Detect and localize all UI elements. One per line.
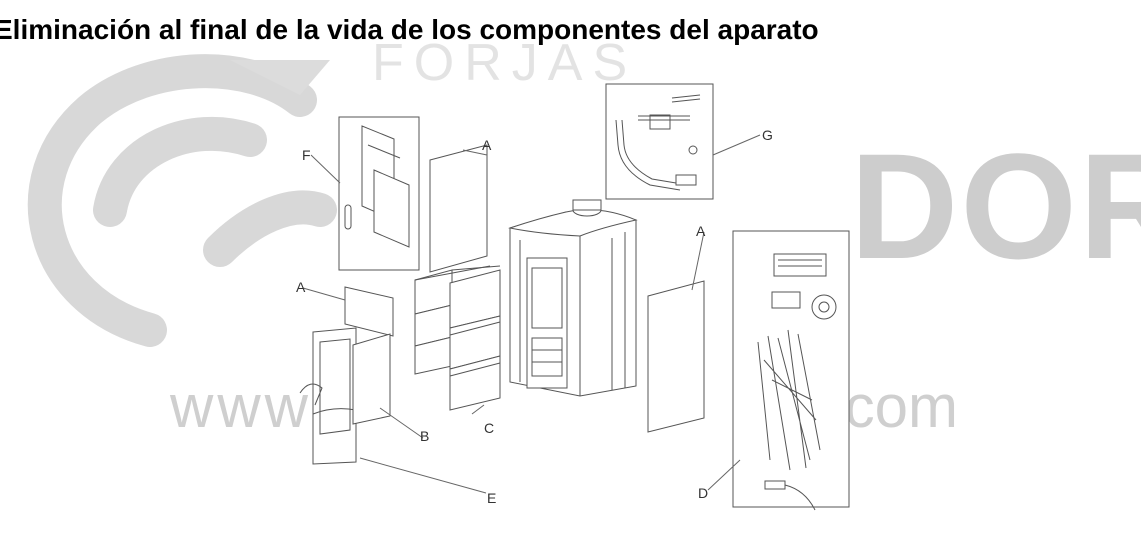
electronics-d-group <box>732 230 850 511</box>
pipes-g-group <box>605 83 714 200</box>
panel-a-left <box>344 286 394 337</box>
watermark-www-text: www <box>170 373 312 440</box>
watermark-dor-text: DOR <box>850 122 1141 290</box>
page-title: Eliminación al final de la vida de los c… <box>0 14 819 45</box>
label-d: D <box>698 485 708 501</box>
label-e: E <box>487 490 496 506</box>
panel-a-right <box>647 280 705 433</box>
label-f: F <box>302 147 311 163</box>
label-b: B <box>420 428 429 444</box>
watermark-forjas-text: FORJAS <box>372 34 638 92</box>
firebox-bricks <box>414 265 501 375</box>
panel-b <box>352 333 391 425</box>
linings-c <box>449 269 501 411</box>
label-a-top: A <box>482 137 492 153</box>
label-a-right: A <box>696 223 706 239</box>
label-a-left: A <box>296 279 306 295</box>
watermark-com-text: .com <box>828 373 959 440</box>
panel-f-group <box>338 116 420 271</box>
label-g: G <box>762 127 773 143</box>
stove-body <box>508 199 638 397</box>
door-e <box>299 327 357 465</box>
panel-a-top <box>429 144 488 273</box>
label-c: C <box>484 420 494 436</box>
